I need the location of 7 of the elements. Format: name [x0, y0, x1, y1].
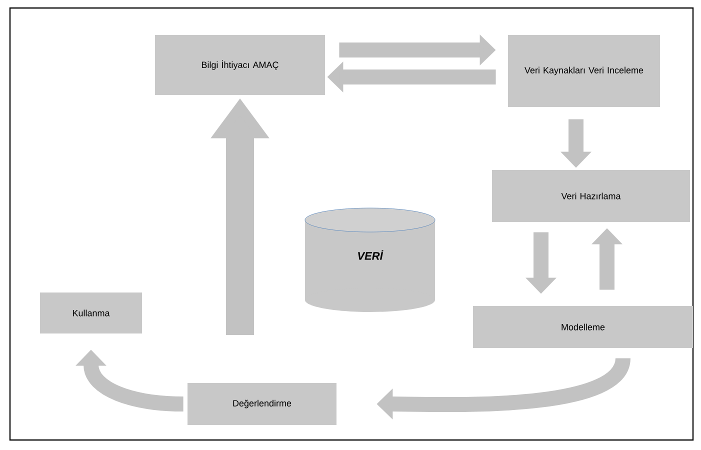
process-box: Bilgi İhtiyacı AMAÇ — [155, 35, 325, 95]
process-box: Veri Hazırlama — [492, 170, 690, 222]
process-box: Değerlendirme — [188, 383, 336, 425]
database-cylinder: VERİ — [304, 208, 436, 312]
process-box: Kullanma — [40, 292, 142, 334]
process-box: Modelleme — [473, 306, 693, 348]
process-box: Veri Kaynakları Veri Inceleme — [508, 35, 660, 107]
